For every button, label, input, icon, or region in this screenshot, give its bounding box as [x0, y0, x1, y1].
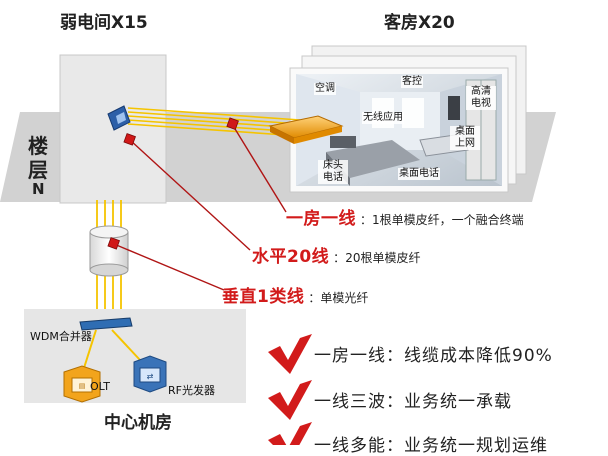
- olt-label: OLT: [90, 380, 110, 393]
- room-label-bed-phone: 床头电话: [318, 160, 348, 184]
- wdm-combiner-icon: [79, 317, 133, 331]
- olt-icon: ▤: [63, 365, 101, 403]
- wdm-label: WDM合并器: [30, 330, 92, 343]
- callout-2-title: 水平20线: [252, 247, 330, 267]
- center-room-title: 中心机房: [104, 413, 172, 433]
- floor-label-1: 楼: [28, 134, 48, 158]
- benefit-1: 一房一线：线缆成本降低90%: [314, 346, 553, 366]
- benefit-3: 一线多能：业务统一规划运维: [314, 436, 548, 456]
- benefit-2: 一线三波：业务统一承载: [314, 392, 512, 412]
- center-links: [83, 329, 141, 369]
- svg-text:⇄: ⇄: [147, 372, 154, 381]
- check-icon-1: [268, 334, 312, 374]
- room-label-control: 客控: [401, 76, 423, 88]
- check-icon-3: [268, 422, 312, 445]
- callout-markers: [107, 117, 239, 250]
- ont-icon: [268, 115, 344, 144]
- svg-text:▤: ▤: [79, 382, 86, 390]
- check-icon-2: [268, 380, 312, 420]
- room-label-desk-net: 桌面上网: [450, 126, 480, 150]
- callout-3-title: 垂直1类线: [222, 287, 305, 307]
- rf-transmitter-icon: ⇄: [133, 355, 167, 393]
- cable-duct-cylinder: [89, 225, 129, 277]
- floor-label-3: N: [32, 180, 45, 198]
- weak-room-title: 弱电间X15: [60, 13, 148, 33]
- room-label-aircon: 空调: [314, 83, 336, 95]
- callout-leaders: [113, 123, 287, 291]
- callout-3: 垂直1类线：单模光纤: [222, 287, 369, 307]
- rf-label: RF光发器: [168, 384, 215, 397]
- splitter-icon: [107, 105, 131, 131]
- check-icons: [268, 334, 312, 445]
- callout-1-title: 一房一线: [286, 209, 356, 229]
- callout-1-desc: 1根单模皮纤，一个融合终端: [372, 213, 524, 227]
- callout-2: 水平20线：20根单模皮纤: [252, 247, 421, 267]
- weak-room-box: [59, 54, 167, 204]
- room-label-wireless: 无线应用: [362, 112, 404, 124]
- callout-3-desc: 单模光纤: [320, 291, 369, 305]
- guest-room-title: 客房X20: [384, 13, 455, 33]
- floor-label-2: 层: [28, 158, 48, 182]
- callout-2-desc: 20根单模皮纤: [345, 251, 421, 265]
- room-label-desk-phone: 桌面电话: [398, 168, 440, 180]
- room-label-hdtv: 高清电视: [466, 86, 496, 110]
- callout-1: 一房一线：1根单模皮纤，一个融合终端: [286, 209, 524, 229]
